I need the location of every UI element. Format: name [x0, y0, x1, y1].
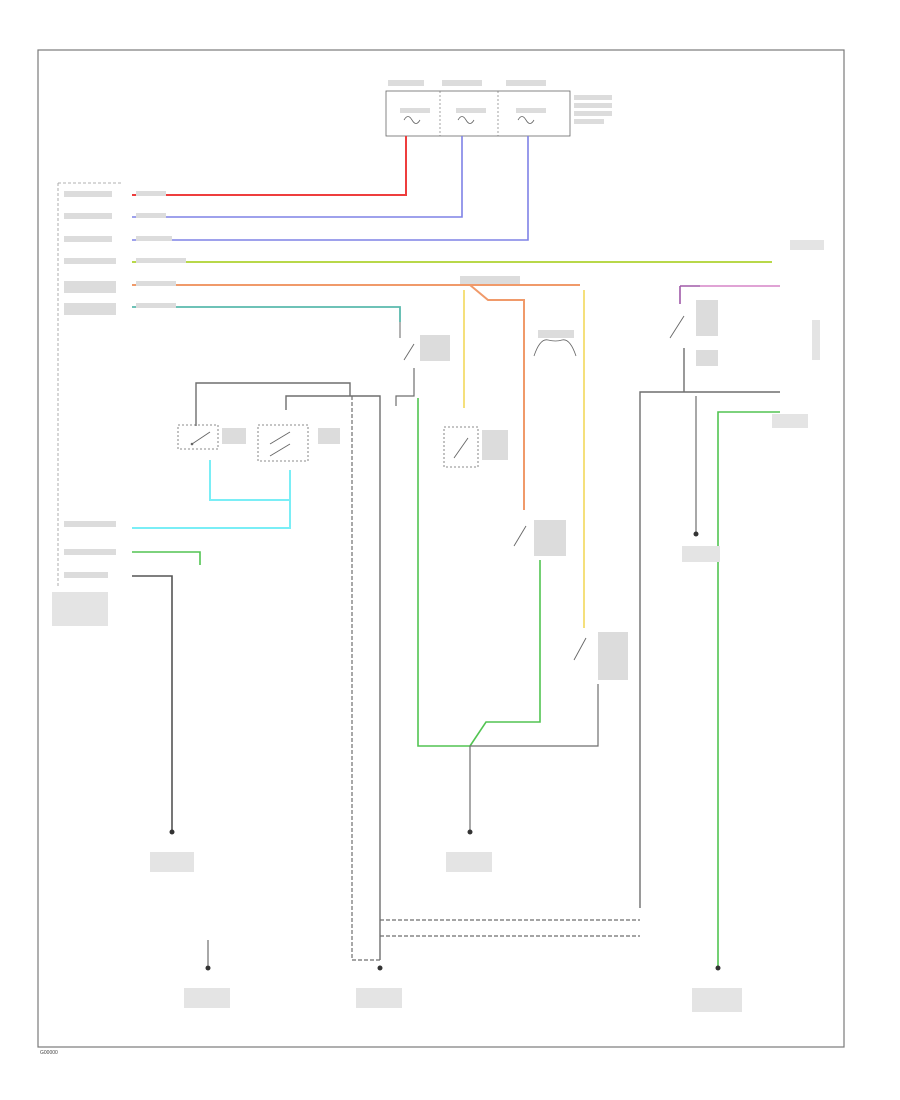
wire-gray-center: [395, 368, 415, 406]
ground-symbols: [169, 531, 721, 971]
wire-gray-right: [639, 348, 780, 908]
switch-center-orange: [513, 520, 566, 556]
wire-yellow: [463, 290, 585, 628]
wire-green-left: [132, 551, 201, 565]
switch-center-top: [399, 322, 450, 361]
module-outline: [57, 182, 122, 588]
wire-orange: [132, 284, 580, 510]
wire-red: [132, 136, 407, 196]
center-relay-symbol: [533, 330, 577, 357]
wire-blue-1: [132, 136, 463, 218]
wire-cyan: [132, 460, 291, 529]
connector-labels: [52, 191, 186, 626]
wire-blue-2: [132, 136, 529, 241]
diagram-frame: [37, 49, 845, 1048]
wire-ground-bottom: [351, 396, 640, 961]
switch-center-yellow: [443, 426, 508, 468]
switch-left-1: [177, 424, 246, 450]
wire-teal: [132, 306, 401, 322]
switch-left-2: [257, 424, 340, 462]
wire-green-right: [717, 411, 780, 966]
wire-gray-ground-left: [132, 575, 173, 830]
wire-green-center: [417, 398, 541, 747]
switch-right-top: [669, 300, 718, 366]
fuse-box: [385, 80, 612, 137]
wire-gray-left-loop: [195, 382, 381, 960]
figure-id: G00000: [40, 1050, 58, 1056]
switch-right-yellow: [573, 632, 628, 680]
wire-purple: [679, 285, 780, 304]
ground-labels: [150, 240, 824, 1012]
wire-gray-center-splice: [469, 684, 599, 830]
